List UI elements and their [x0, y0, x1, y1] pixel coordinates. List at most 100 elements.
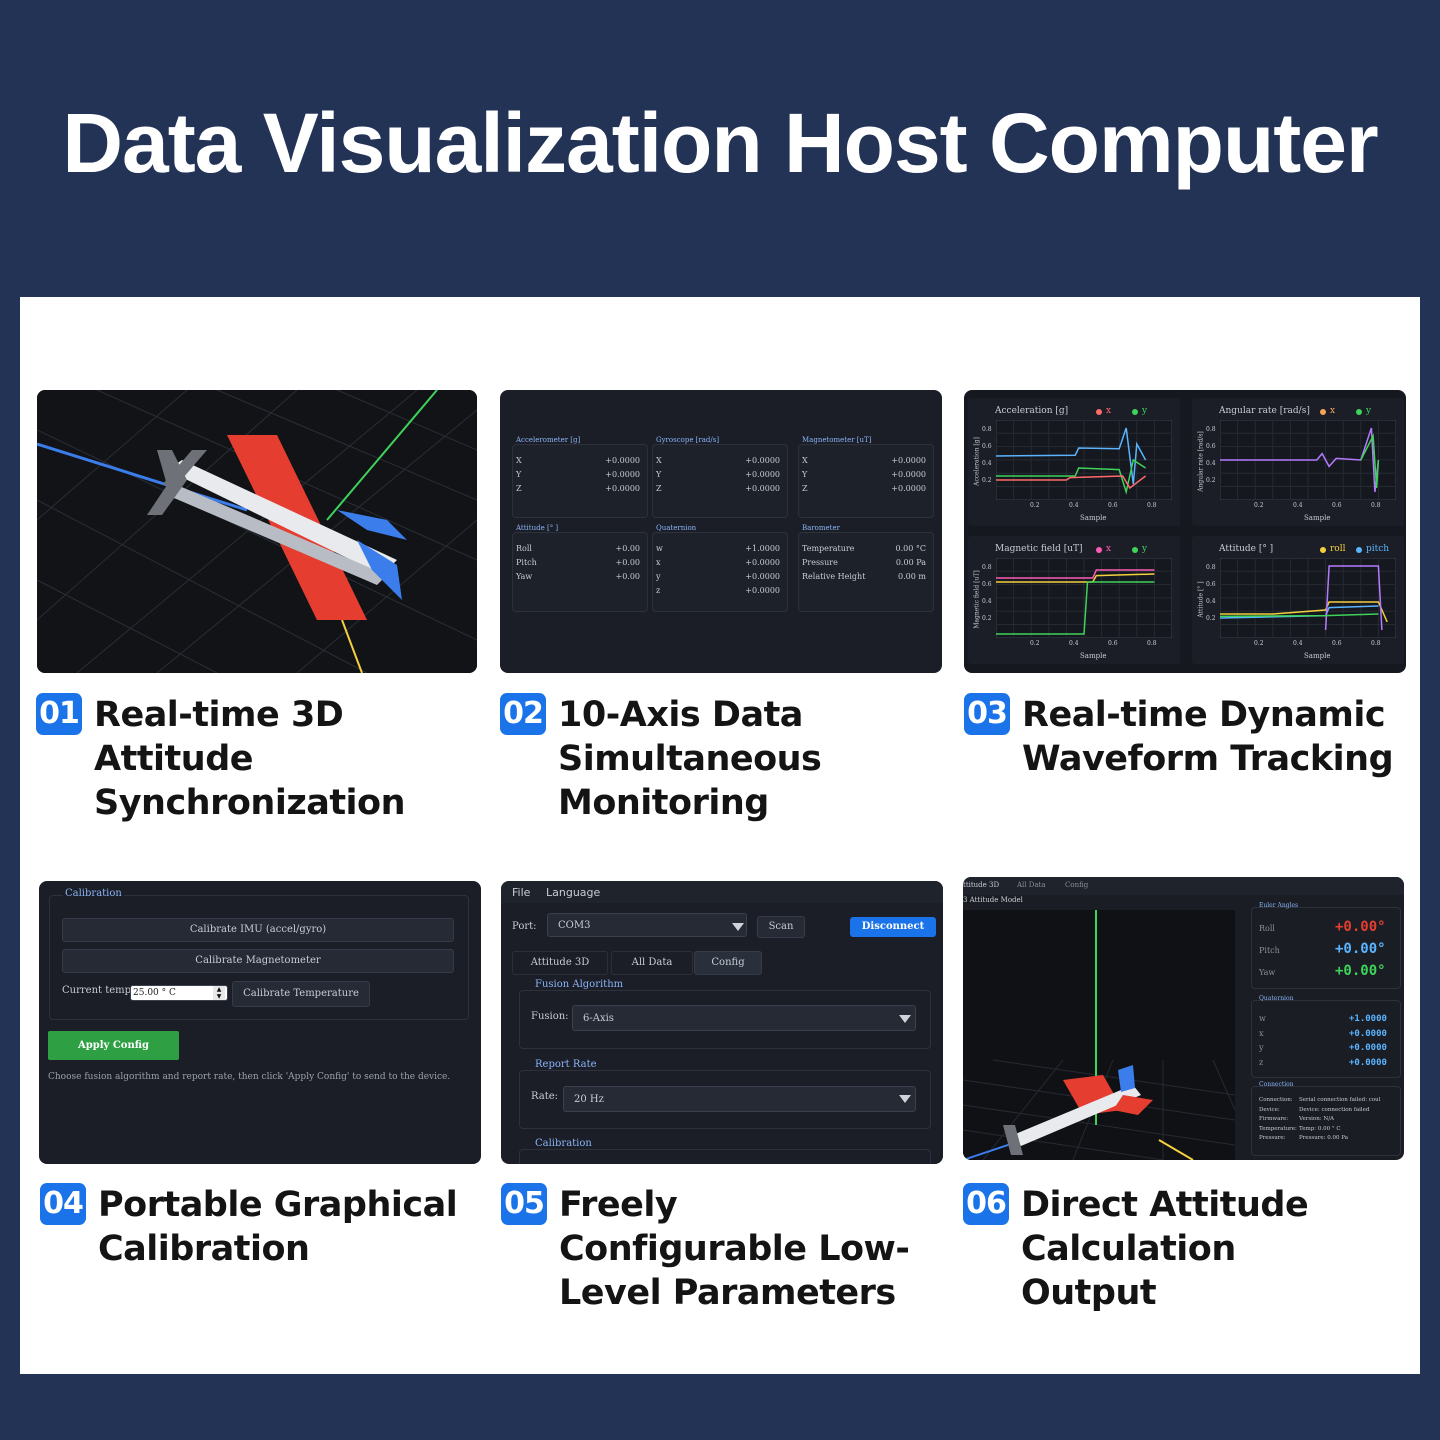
data-value: 0.00 m: [898, 572, 926, 581]
series-line: [996, 581, 1155, 635]
series-line: [996, 569, 1155, 579]
feature-number: 02: [500, 693, 546, 735]
data-value: +0.0000: [891, 470, 926, 479]
x-tick-label: 0.6: [1108, 640, 1118, 647]
data-row: w+1.0000: [656, 544, 780, 553]
x-axis-label: Sample: [1080, 514, 1107, 522]
euler-key: Yaw: [1259, 968, 1276, 977]
calibration-hint: Choose fusion algorithm and report rate,…: [48, 1072, 451, 1082]
legend-label: x: [1106, 406, 1112, 416]
data-value: +0.0000: [745, 470, 780, 479]
page-title: Data Visualization Host Computer: [62, 96, 1378, 190]
quaternion-value: +1.0000: [1349, 1014, 1387, 1024]
calibration-screenshot: Calibration Calibrate IMU (accel/gyro) C…: [39, 881, 481, 1164]
quaternion-value: +0.0000: [1349, 1043, 1387, 1053]
scan-button[interactable]: Scan: [757, 916, 805, 938]
connection-key: Temperature:: [1259, 1125, 1297, 1132]
y-tick-label: 0.2: [982, 615, 992, 622]
disconnect-button[interactable]: Disconnect: [850, 917, 936, 937]
tab-config[interactable]: Config: [694, 951, 762, 975]
legend-dot-icon: [1320, 547, 1326, 553]
legend-label: pitch: [1366, 544, 1390, 554]
chevron-down-icon: [732, 923, 744, 931]
legend-label: roll: [1330, 544, 1346, 554]
legend-label: y: [1366, 406, 1372, 416]
feature-card: 01 Real-time 3D Attitude Synchronization…: [20, 297, 1420, 1374]
data-value: +0.0000: [745, 558, 780, 567]
data-row: Relative Height 0.00 m: [802, 572, 926, 581]
data-key: Z: [656, 484, 662, 493]
tab-attitude-3d[interactable]: ttitude 3D: [963, 881, 1000, 889]
x-tick-label: 0.6: [1332, 502, 1342, 509]
menu-language[interactable]: Language: [546, 886, 601, 899]
data-value: +0.00: [615, 544, 640, 553]
waveform-plot: [1220, 420, 1396, 500]
data-panel: [798, 532, 934, 612]
euler-value: +0.00°: [1335, 919, 1386, 935]
y-tick-label: 0.8: [982, 426, 992, 433]
data-panel: [652, 532, 788, 612]
rate-label: Rate:: [531, 1091, 559, 1102]
y-tick-label: 0.2: [1206, 615, 1216, 622]
series-line: [1324, 565, 1383, 631]
rate-value: 20 Hz: [574, 1094, 604, 1105]
tab-all-data[interactable]: All Data: [1017, 881, 1046, 889]
legend-dot-icon: [1356, 547, 1362, 553]
chevron-down-icon: [899, 1095, 911, 1103]
calibration-group: [519, 1149, 931, 1164]
quaternion-value: +0.0000: [1349, 1028, 1387, 1039]
y-tick-label: 0.8: [1206, 426, 1216, 433]
data-key: Relative Height: [802, 572, 866, 581]
tab-config[interactable]: Config: [1065, 881, 1089, 889]
panel-label: Gyroscope [rad/s]: [656, 436, 720, 444]
data-value: +0.00: [615, 558, 640, 567]
calibrate-imu-button[interactable]: Calibrate IMU (accel/gyro): [62, 918, 454, 942]
connection-key: Connection:: [1259, 1097, 1293, 1103]
series-line: [996, 458, 1147, 495]
output-tabbar: [963, 877, 1404, 895]
calibrate-temperature-button[interactable]: Calibrate Temperature: [232, 981, 370, 1007]
chart-title: Acceleration [g]: [995, 406, 1069, 416]
data-key: w: [656, 544, 663, 553]
panel-label: Quaternion: [656, 524, 697, 532]
current-temp-label: Current temp: [62, 985, 132, 996]
panel-label: Barometer: [802, 524, 840, 532]
x-tick-label: 0.2: [1030, 640, 1040, 647]
connection-value: Version: N/A: [1299, 1116, 1335, 1122]
y-tick-label: 0.6: [1206, 443, 1216, 450]
connection-key: Device:: [1259, 1106, 1280, 1113]
fusion-select[interactable]: 6-Axis: [572, 1005, 916, 1031]
data-value: +0.0000: [745, 484, 780, 493]
tab-all-data[interactable]: All Data: [611, 951, 693, 975]
apply-config-button[interactable]: Apply Config: [48, 1031, 179, 1060]
y-tick-label: 0.8: [1206, 564, 1216, 571]
data-value: 0.00 °C: [895, 544, 926, 553]
panel-label: Accelerometer [g]: [516, 436, 581, 444]
calibrate-magnetometer-button[interactable]: Calibrate Magnetometer: [62, 949, 454, 973]
x-tick-label: 0.8: [1371, 502, 1381, 509]
legend-dot-icon: [1132, 409, 1138, 415]
tab-attitude-3d[interactable]: Attitude 3D: [512, 951, 608, 975]
chart-title: Attitude [° ]: [1219, 544, 1274, 554]
temp-stepper-icon[interactable]: ▲▼: [213, 986, 225, 1000]
legend-label: y: [1142, 406, 1148, 416]
waveform-plot: [996, 558, 1172, 638]
menu-file[interactable]: File: [512, 886, 531, 899]
x-tick-label: 0.2: [1254, 640, 1264, 647]
data-key: Roll: [516, 544, 532, 553]
port-select[interactable]: COM3: [547, 913, 747, 937]
feature-title: Real-time Dynamic Waveform Tracking: [1022, 695, 1394, 779]
connection-value: Device: connection failed: [1299, 1106, 1370, 1113]
data-key: X: [802, 456, 808, 465]
y-tick-label: 0.4: [982, 460, 992, 467]
series-line: [1220, 613, 1379, 618]
connection-key: Pressure:: [1259, 1135, 1286, 1141]
feature-number: 03: [964, 693, 1010, 735]
current-temp-input[interactable]: 25.00 ° C: [130, 985, 228, 1001]
rate-select[interactable]: 20 Hz: [563, 1086, 916, 1112]
data-panel: [652, 444, 788, 518]
feature-number: 05: [501, 1183, 547, 1225]
data-key: Y: [516, 470, 522, 479]
data-row: Z+0.0000: [516, 484, 640, 493]
